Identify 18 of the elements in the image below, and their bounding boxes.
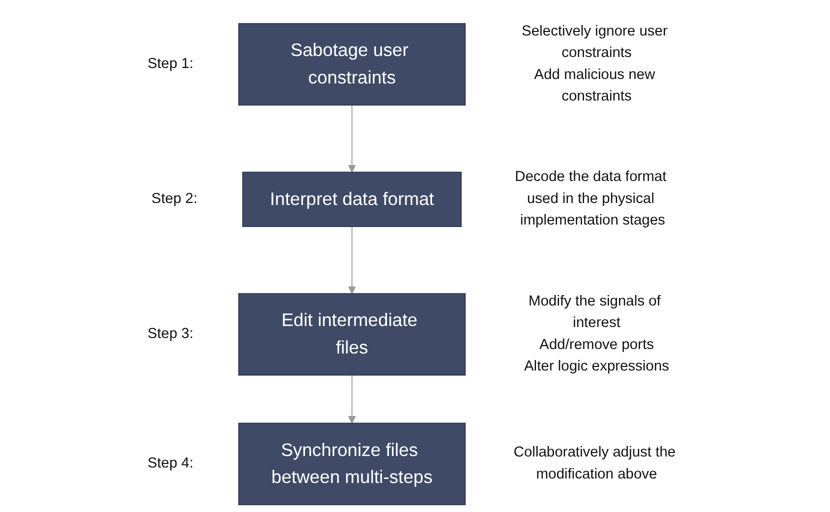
node-label: Step 1:: [147, 56, 194, 72]
arrow: [348, 104, 356, 173]
node-box: Synchronize files between multi-steps: [238, 422, 466, 506]
node-box: Edit intermediate files: [238, 293, 466, 376]
node-label: Alter logic expressions: [524, 358, 670, 374]
node-label: Step 2:: [151, 191, 198, 207]
node-box: Interpret data format: [242, 172, 462, 227]
node-box: Sabotage user constraints: [238, 23, 466, 106]
node-label: Collaboratively adjust the modification above: [514, 444, 676, 482]
arrow: [348, 374, 356, 424]
node-label: Add/remove ports: [539, 337, 654, 352]
node-label: Decode the data format used in the physical implementation stages: [514, 169, 666, 228]
node-label: Selectively ignore user constraints: [522, 24, 668, 61]
node-label: Modify the signals of interest: [528, 294, 661, 331]
arrow: [348, 226, 356, 294]
node-label: Step 4:: [147, 456, 194, 472]
node-label: Step 3:: [147, 326, 194, 342]
node-label: Add malicious new constraints: [534, 67, 655, 104]
